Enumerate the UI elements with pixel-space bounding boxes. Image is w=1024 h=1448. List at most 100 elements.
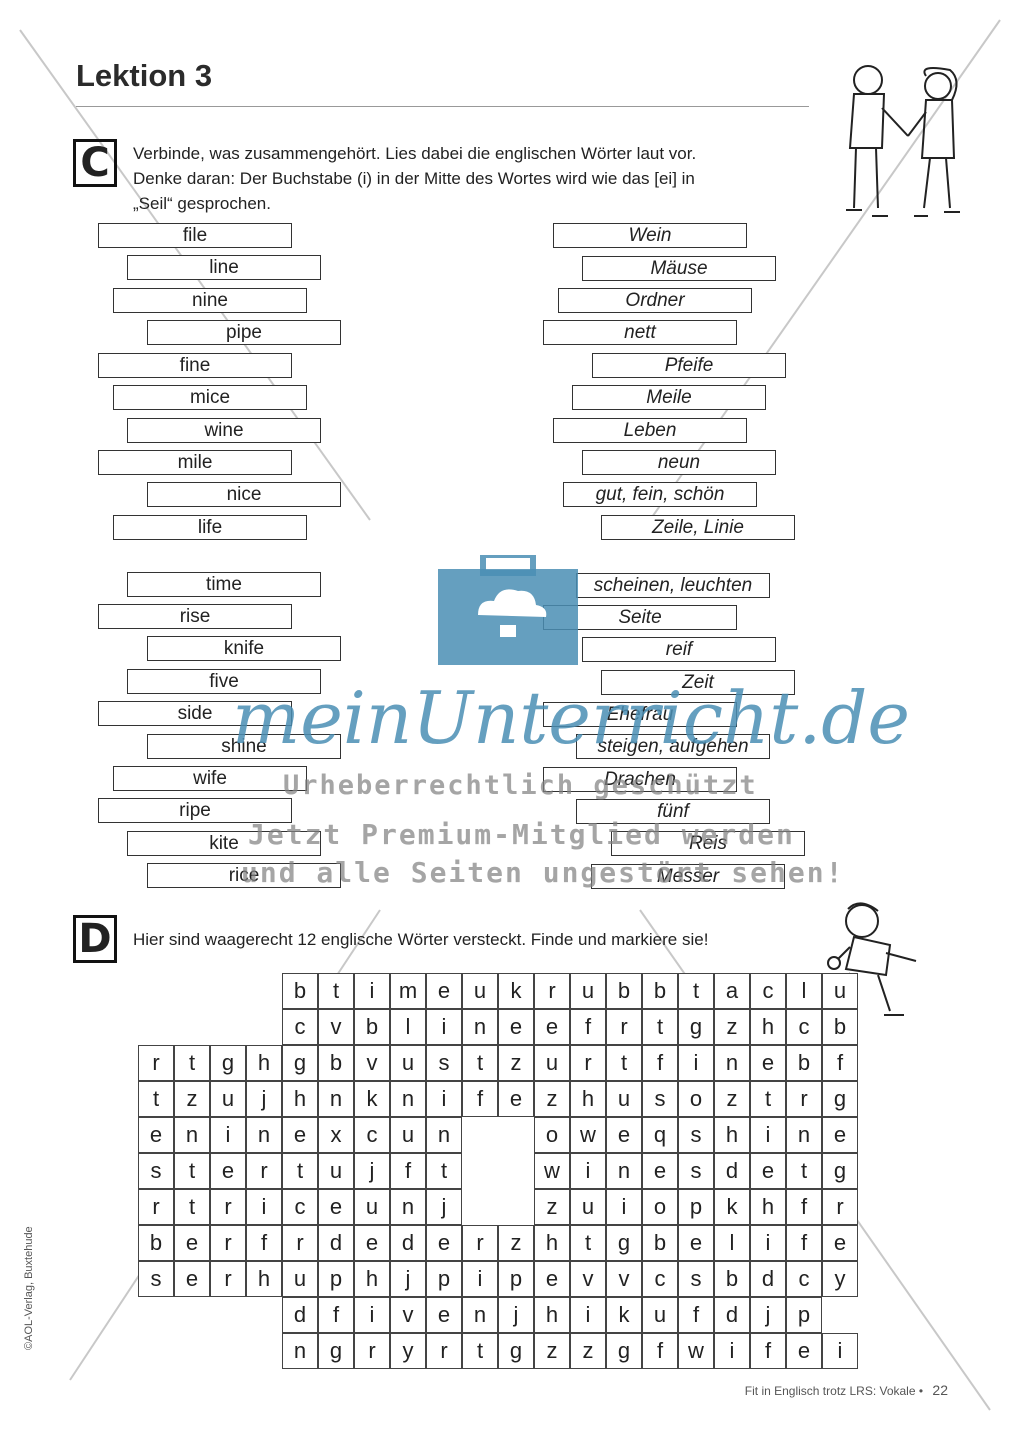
grid-cell[interactable]: u: [282, 1261, 318, 1297]
grid-cell[interactable]: b: [642, 1225, 678, 1261]
grid-cell[interactable]: g: [318, 1333, 354, 1369]
grid-cell[interactable]: u: [822, 973, 858, 1009]
grid-cell[interactable]: t: [786, 1153, 822, 1189]
grid-cell[interactable]: n: [426, 1117, 462, 1153]
german-word-box[interactable]: steigen, aufgehen: [576, 734, 770, 759]
grid-cell[interactable]: u: [606, 1081, 642, 1117]
grid-cell[interactable]: r: [138, 1189, 174, 1225]
grid-cell[interactable]: b: [138, 1225, 174, 1261]
grid-cell[interactable]: h: [570, 1081, 606, 1117]
german-word-box[interactable]: Meile: [572, 385, 766, 410]
grid-cell[interactable]: t: [318, 973, 354, 1009]
grid-cell[interactable]: u: [210, 1081, 246, 1117]
grid-cell[interactable]: j: [354, 1153, 390, 1189]
grid-cell[interactable]: z: [498, 1225, 534, 1261]
english-word-box[interactable]: wife: [113, 766, 307, 791]
grid-cell[interactable]: e: [822, 1117, 858, 1153]
grid-cell[interactable]: i: [678, 1045, 714, 1081]
grid-cell[interactable]: e: [642, 1153, 678, 1189]
german-word-box[interactable]: Ordner: [558, 288, 752, 313]
grid-cell[interactable]: s: [678, 1153, 714, 1189]
grid-cell[interactable]: i: [750, 1225, 786, 1261]
grid-cell[interactable]: p: [786, 1297, 822, 1333]
grid-cell[interactable]: p: [498, 1261, 534, 1297]
grid-cell[interactable]: g: [498, 1333, 534, 1369]
grid-cell[interactable]: h: [714, 1117, 750, 1153]
grid-cell[interactable]: t: [642, 1009, 678, 1045]
grid-cell[interactable]: u: [570, 1189, 606, 1225]
grid-cell[interactable]: e: [498, 1081, 534, 1117]
grid-cell[interactable]: j: [390, 1261, 426, 1297]
grid-cell[interactable]: h: [534, 1297, 570, 1333]
grid-cell[interactable]: r: [570, 1045, 606, 1081]
grid-cell[interactable]: p: [678, 1189, 714, 1225]
grid-cell[interactable]: t: [426, 1153, 462, 1189]
grid-cell[interactable]: g: [606, 1333, 642, 1369]
german-word-box[interactable]: reif: [582, 637, 776, 662]
grid-cell[interactable]: u: [570, 973, 606, 1009]
grid-cell[interactable]: b: [714, 1261, 750, 1297]
grid-cell[interactable]: f: [390, 1153, 426, 1189]
grid-cell[interactable]: r: [210, 1225, 246, 1261]
grid-cell[interactable]: v: [606, 1261, 642, 1297]
english-word-box[interactable]: knife: [147, 636, 341, 661]
grid-cell[interactable]: x: [318, 1117, 354, 1153]
grid-cell[interactable]: k: [354, 1081, 390, 1117]
english-word-box[interactable]: kite: [127, 831, 321, 856]
german-word-box[interactable]: nett: [543, 320, 737, 345]
grid-cell[interactable]: t: [462, 1333, 498, 1369]
grid-cell[interactable]: r: [606, 1009, 642, 1045]
grid-cell[interactable]: f: [750, 1333, 786, 1369]
german-word-box[interactable]: Reis: [611, 831, 805, 856]
grid-cell[interactable]: n: [390, 1189, 426, 1225]
grid-cell[interactable]: c: [282, 1009, 318, 1045]
grid-cell[interactable]: f: [822, 1045, 858, 1081]
english-word-box[interactable]: rise: [98, 604, 292, 629]
grid-cell[interactable]: b: [606, 973, 642, 1009]
grid-cell[interactable]: n: [462, 1297, 498, 1333]
english-word-box[interactable]: mice: [113, 385, 307, 410]
grid-cell[interactable]: e: [282, 1117, 318, 1153]
grid-cell[interactable]: n: [606, 1153, 642, 1189]
english-word-box[interactable]: rice: [147, 863, 341, 888]
english-word-box[interactable]: wine: [127, 418, 321, 443]
grid-cell[interactable]: f: [678, 1297, 714, 1333]
english-word-box[interactable]: life: [113, 515, 307, 540]
grid-cell[interactable]: h: [354, 1261, 390, 1297]
grid-cell[interactable]: f: [462, 1081, 498, 1117]
grid-cell[interactable]: i: [426, 1081, 462, 1117]
grid-cell[interactable]: i: [714, 1333, 750, 1369]
grid-cell[interactable]: v: [354, 1045, 390, 1081]
grid-cell[interactable]: u: [390, 1117, 426, 1153]
english-word-box[interactable]: line: [127, 255, 321, 280]
grid-cell[interactable]: i: [606, 1189, 642, 1225]
grid-cell[interactable]: h: [282, 1081, 318, 1117]
grid-cell[interactable]: n: [246, 1117, 282, 1153]
grid-cell[interactable]: f: [570, 1009, 606, 1045]
grid-cell[interactable]: w: [570, 1117, 606, 1153]
grid-cell[interactable]: s: [642, 1081, 678, 1117]
grid-cell[interactable]: b: [786, 1045, 822, 1081]
grid-cell[interactable]: m: [390, 973, 426, 1009]
english-word-box[interactable]: fine: [98, 353, 292, 378]
english-word-box[interactable]: five: [127, 669, 321, 694]
grid-cell[interactable]: u: [354, 1189, 390, 1225]
grid-cell[interactable]: s: [678, 1261, 714, 1297]
english-word-box[interactable]: mile: [98, 450, 292, 475]
german-word-box[interactable]: fünf: [576, 799, 770, 824]
grid-cell[interactable]: t: [606, 1045, 642, 1081]
grid-cell[interactable]: r: [534, 973, 570, 1009]
grid-cell[interactable]: i: [354, 973, 390, 1009]
grid-cell[interactable]: z: [714, 1009, 750, 1045]
grid-cell[interactable]: e: [426, 1225, 462, 1261]
grid-cell[interactable]: g: [210, 1045, 246, 1081]
grid-cell[interactable]: z: [534, 1333, 570, 1369]
grid-cell[interactable]: v: [390, 1297, 426, 1333]
german-word-box[interactable]: Wein: [553, 223, 747, 248]
grid-cell[interactable]: e: [606, 1117, 642, 1153]
english-word-box[interactable]: file: [98, 223, 292, 248]
grid-cell[interactable]: c: [642, 1261, 678, 1297]
grid-cell[interactable]: s: [678, 1117, 714, 1153]
grid-cell[interactable]: c: [786, 1261, 822, 1297]
grid-cell[interactable]: h: [246, 1261, 282, 1297]
